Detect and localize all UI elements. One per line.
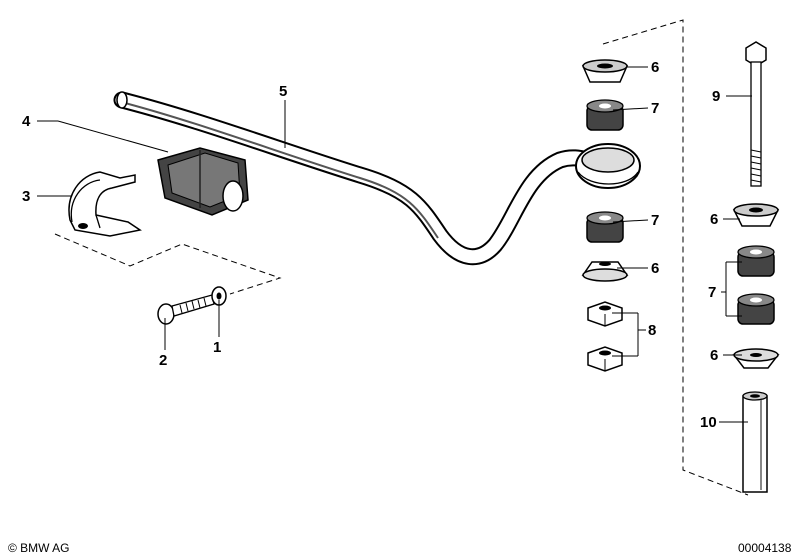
callout-2: 2 bbox=[159, 352, 167, 369]
callout-3: 3 bbox=[22, 188, 30, 205]
washer-1[interactable] bbox=[211, 286, 227, 306]
callout-7-upper: 7 bbox=[651, 100, 659, 117]
assembly-guide-right bbox=[602, 19, 749, 496]
callout-1: 1 bbox=[213, 339, 221, 356]
spacer-tube[interactable] bbox=[742, 391, 768, 493]
rubber-bushing-upper[interactable] bbox=[586, 99, 624, 131]
rubber-bushing-lower[interactable] bbox=[586, 211, 624, 243]
callout-6-middle: 6 bbox=[651, 260, 659, 277]
clamp-bracket[interactable] bbox=[68, 171, 142, 237]
cup-washer-top[interactable] bbox=[581, 59, 629, 83]
callout-7-middle: 7 bbox=[651, 212, 659, 229]
diagram-id: 00004138 bbox=[738, 541, 792, 555]
callout-4: 4 bbox=[22, 113, 31, 130]
rubber-bushing-right-upper[interactable] bbox=[737, 245, 775, 277]
hex-nut-lower[interactable] bbox=[587, 346, 623, 372]
bolt[interactable] bbox=[157, 294, 215, 325]
callout-6-top: 6 bbox=[651, 59, 659, 76]
callout-5: 5 bbox=[279, 83, 287, 100]
leader-lines bbox=[37, 66, 752, 423]
cup-washer-right-bottom[interactable] bbox=[732, 348, 780, 369]
callout-8: 8 bbox=[648, 322, 656, 339]
stabilizer-bar[interactable] bbox=[113, 91, 641, 266]
rubber-mount[interactable] bbox=[157, 147, 249, 216]
callout-6-right-bottom: 6 bbox=[710, 347, 718, 364]
assembly-guide-left bbox=[54, 233, 282, 295]
callout-10: 10 bbox=[700, 414, 717, 431]
cup-washer-right-top[interactable] bbox=[732, 203, 780, 227]
callout-7-right: 7 bbox=[708, 284, 716, 301]
callout-6-right-top: 6 bbox=[710, 211, 718, 228]
copyright-text: © BMW AG bbox=[8, 541, 70, 555]
cup-washer-middle[interactable] bbox=[581, 261, 629, 282]
rubber-bushing-right-lower[interactable] bbox=[737, 293, 775, 325]
callout-9: 9 bbox=[712, 88, 720, 105]
hex-nut-upper[interactable] bbox=[587, 301, 623, 327]
long-bolt[interactable] bbox=[745, 41, 767, 187]
